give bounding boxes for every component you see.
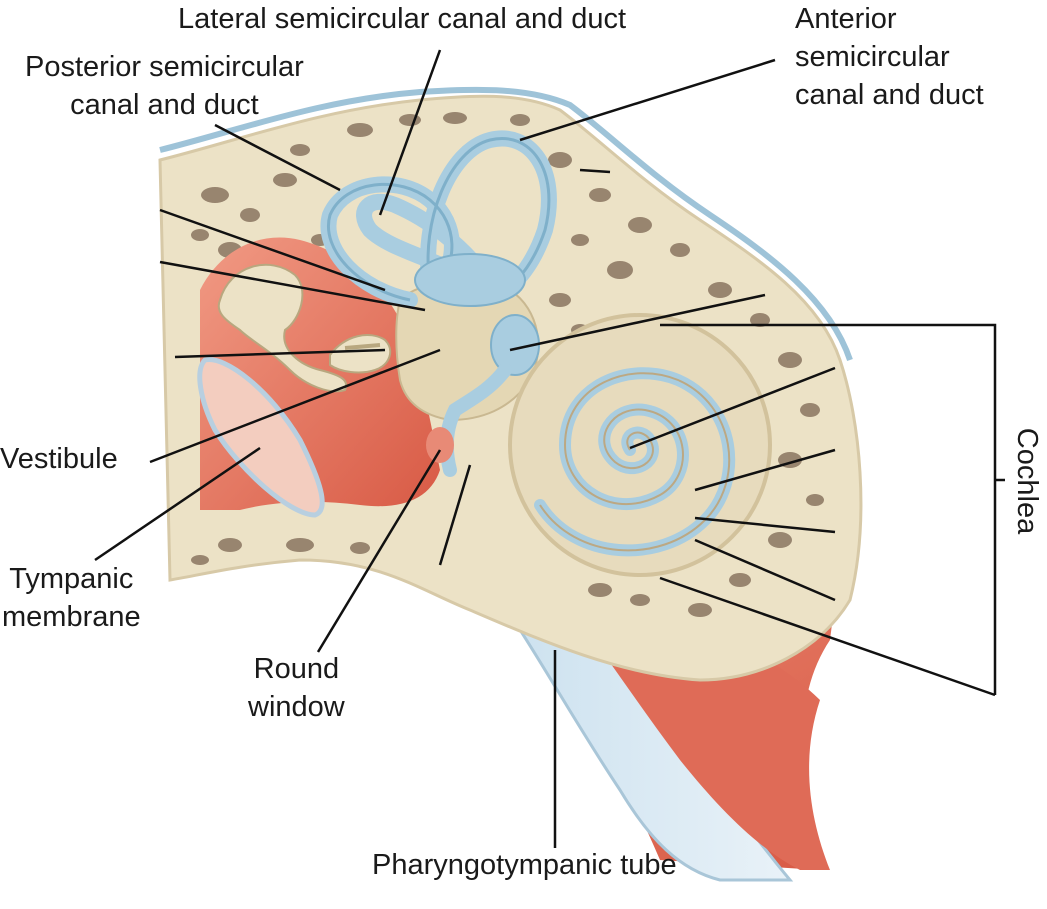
label-line: Anterior: [795, 3, 897, 35]
label-anterior-canal: Anterior semicircular canal and duct: [795, 0, 984, 114]
label-line: Vestibule: [0, 443, 118, 475]
label-line: Lateral semicircular canal and duct: [178, 3, 627, 35]
semicircular-canals-edge: [327, 137, 551, 302]
label-line: Pharyngotympanic tube: [372, 849, 677, 881]
label-posterior-canal: Posterior semicircular canal and duct: [25, 48, 304, 124]
leader-lines: [94, 49, 1005, 848]
label-line: Posterior semicircular: [25, 51, 304, 83]
label-line: Cochlea: [1011, 427, 1043, 535]
label-line: Tympanic: [9, 563, 134, 595]
label-round-window: Round window: [248, 650, 345, 726]
label-line: canal and duct: [70, 89, 259, 121]
label-lateral-canal: Lateral semicircular canal and duct: [178, 0, 626, 38]
dura-line: [159, 86, 853, 361]
tympanic-membrane-shape: [197, 357, 325, 518]
label-line: window: [248, 691, 345, 723]
label-pharyngotympanic-tube: Pharyngotympanic tube: [372, 846, 677, 884]
label-line: Round: [253, 653, 340, 685]
ossicles: [217, 263, 392, 393]
label-line: semicircular: [795, 41, 950, 73]
round-window-shape: [426, 427, 454, 463]
label-cochlea: Cochlea: [1008, 426, 1046, 536]
bone-pores: [191, 112, 824, 617]
label-line: canal and duct: [795, 79, 984, 111]
label-vestibule: Vestibule: [0, 440, 118, 478]
label-line: membrane: [2, 601, 141, 633]
utricle: [414, 253, 526, 307]
label-tympanic-membrane: Tympanic membrane: [2, 560, 141, 636]
